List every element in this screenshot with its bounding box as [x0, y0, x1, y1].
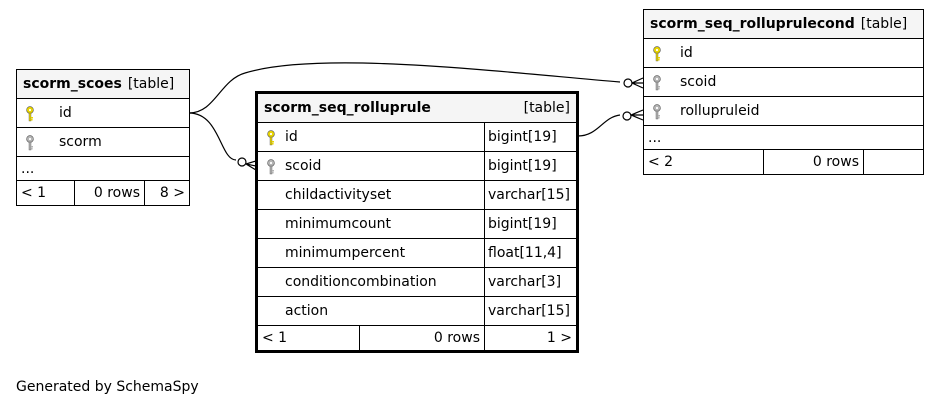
table-scorm-seq-rolluprulecond[interactable]: scorm_seq_rolluprulecond [table] id scoi…	[643, 9, 924, 175]
table-row: rollupruleid	[644, 97, 923, 126]
primary-key-icon	[266, 130, 276, 146]
table-name: scorm_seq_rolluprule	[264, 100, 431, 116]
table-kind: [table]	[860, 16, 908, 32]
foreign-key-icon	[652, 75, 662, 91]
column-type: bigint[19]	[484, 152, 579, 180]
table-kind: [table]	[523, 100, 570, 116]
table-scorm-seq-rolluprule[interactable]: scorm_seq_rolluprule [table] id bigint[1…	[255, 91, 579, 353]
foreign-key-icon	[25, 135, 35, 151]
relation-scoes-to-rolluprulecond	[188, 62, 621, 114]
relation-crowfoot	[631, 77, 644, 89]
table-row: scoid bigint[19]	[258, 152, 576, 181]
column-name: scoid	[680, 74, 717, 90]
column-type: varchar[15]	[484, 297, 579, 325]
relation-scoes-to-rolluprule	[188, 112, 237, 161]
foreign-key-icon	[266, 159, 276, 175]
primary-key-icon	[25, 106, 35, 122]
table-row: conditioncombination varchar[3]	[258, 268, 576, 297]
column-name: minimumcount	[285, 216, 391, 232]
table-header: scorm_seq_rolluprule [table]	[258, 94, 576, 123]
column-name: childactivityset	[285, 187, 392, 203]
next-link[interactable]: 1 >	[484, 326, 576, 350]
row-count: 0 rows	[359, 326, 484, 350]
column-name: conditioncombination	[285, 274, 437, 290]
table-row: action varchar[15]	[258, 297, 576, 326]
table-row: scorm	[17, 128, 189, 157]
column-name: id	[59, 105, 72, 121]
column-type: bigint[19]	[484, 210, 579, 238]
column-type: varchar[15]	[484, 181, 579, 209]
column-type: float[11,4]	[484, 239, 579, 267]
table-header: scorm_seq_rolluprulecond [table]	[644, 10, 923, 39]
relation-rolluprule-to-rolluprulecond	[577, 114, 621, 137]
table-row: childactivityset varchar[15]	[258, 181, 576, 210]
row-count: 0 rows	[74, 181, 144, 205]
table-name: scorm_scoes	[23, 76, 122, 92]
table-scorm-scoes[interactable]: scorm_scoes [table] id scorm ... < 1 0 r…	[16, 69, 190, 206]
column-name: scorm	[59, 134, 102, 150]
table-row: id bigint[19]	[258, 123, 576, 152]
column-type: varchar[3]	[484, 268, 579, 296]
table-footer: < 1 0 rows 1 >	[258, 326, 576, 350]
column-name: scoid	[285, 158, 322, 174]
next-link[interactable]	[863, 150, 923, 174]
foreign-key-icon	[652, 104, 662, 120]
table-row: id	[17, 99, 189, 128]
table-footer: < 2 0 rows	[644, 150, 923, 174]
column-name: action	[285, 303, 329, 319]
table-footer: < 1 0 rows 8 >	[17, 181, 189, 205]
table-row: minimumcount bigint[19]	[258, 210, 576, 239]
column-type: bigint[19]	[484, 123, 579, 151]
relation-end-circle	[623, 78, 633, 88]
primary-key-icon	[652, 46, 662, 62]
column-name: rollupruleid	[680, 103, 760, 119]
prev-link[interactable]: < 1	[262, 330, 288, 346]
column-name: minimumpercent	[285, 245, 406, 261]
generator-caption: Generated by SchemaSpy	[16, 379, 199, 395]
table-kind: [table]	[127, 76, 175, 92]
column-name: id	[680, 45, 693, 61]
prev-link[interactable]: < 2	[648, 154, 674, 170]
next-link[interactable]: 8 >	[144, 181, 189, 205]
prev-link[interactable]: < 1	[21, 185, 47, 201]
table-row: id	[644, 39, 923, 68]
table-row: minimumpercent float[11,4]	[258, 239, 576, 268]
table-header: scorm_scoes [table]	[17, 70, 189, 99]
more-columns: ...	[644, 126, 923, 150]
more-columns: ...	[17, 157, 189, 181]
table-name: scorm_seq_rolluprulecond	[650, 16, 855, 32]
relation-crowfoot	[245, 160, 257, 171]
row-count: 0 rows	[763, 150, 863, 174]
column-name: id	[285, 129, 298, 145]
relation-crowfoot	[630, 109, 644, 121]
relation-end-circle	[237, 157, 247, 167]
relation-end-circle	[622, 111, 632, 121]
table-row: scoid	[644, 68, 923, 97]
